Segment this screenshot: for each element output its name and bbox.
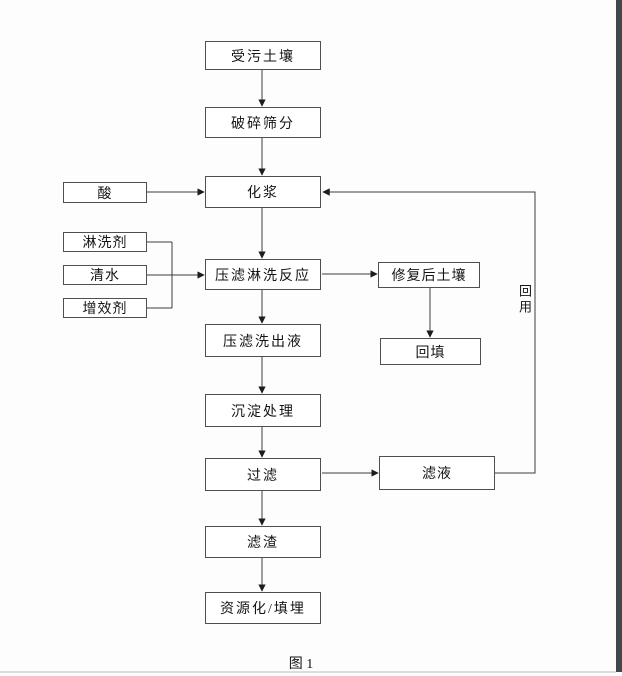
node-remediated-soil: 修复后土壤 [378,262,480,288]
node-acid: 酸 [63,182,147,203]
node-synergist: 增效剂 [63,298,147,318]
node-filter-residue: 滤渣 [205,526,321,558]
node-filter-washout-liquid: 压滤洗出液 [205,324,321,357]
node-slurry: 化浆 [205,176,321,208]
node-contaminated-soil: 受污土壤 [205,41,321,70]
edge-reuse-loop [322,188,536,474]
node-resource-or-landfill: 资源化/填埋 [205,592,321,624]
node-backfill: 回填 [380,338,481,365]
node-precipitation-treatment: 沉淀处理 [205,394,321,427]
scrollbar[interactable] [616,0,622,672]
reuse-edge-label: 回用 [517,284,532,316]
page-bottom-divider [0,671,616,673]
node-filtrate: 滤液 [379,456,495,490]
node-clean-water: 清水 [63,265,147,285]
node-filter-wash-reaction: 压滤淋洗反应 [205,259,321,290]
node-crush-screen: 破碎筛分 [205,107,321,138]
figure-caption: 图 1 [288,657,314,672]
node-filtration: 过滤 [205,458,321,491]
node-washing-agent: 淋洗剂 [63,232,147,252]
